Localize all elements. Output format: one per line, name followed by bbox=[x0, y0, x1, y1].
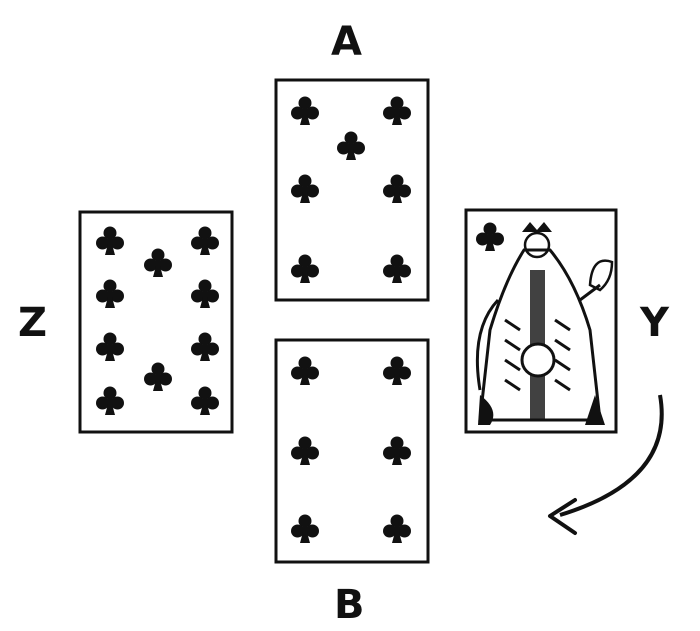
label-a: A bbox=[331, 19, 362, 65]
label-y: Y bbox=[640, 300, 669, 346]
arrow-head-icon bbox=[548, 498, 577, 535]
queen-figure bbox=[475, 222, 614, 425]
label-b: B bbox=[334, 582, 365, 628]
label-z: Z bbox=[18, 300, 48, 346]
rotation-arrow bbox=[559, 394, 664, 517]
